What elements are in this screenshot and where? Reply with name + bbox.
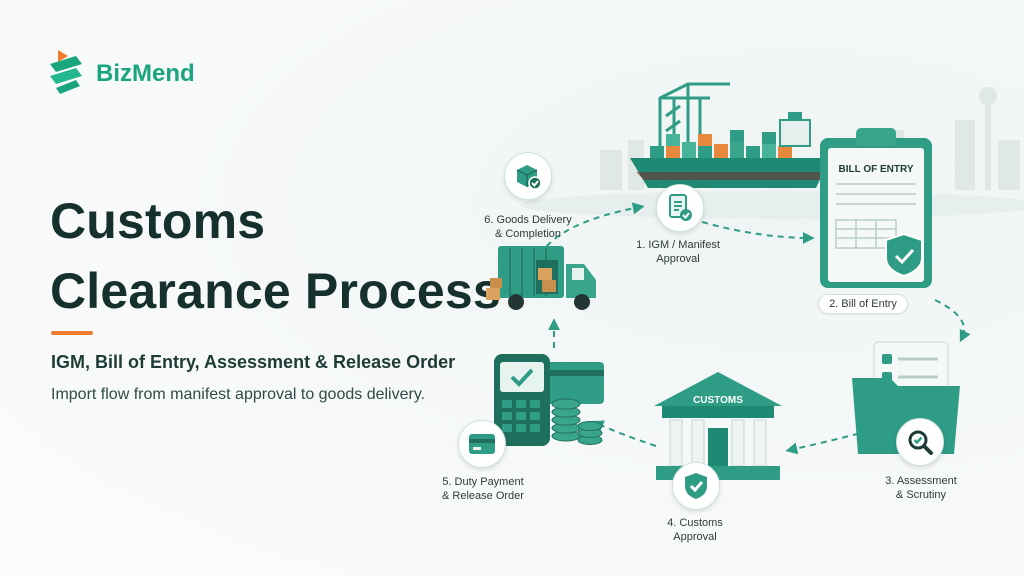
step-4-label: 4. Customs Approval [640, 516, 750, 544]
step-5-title: 5. Duty Payment [442, 476, 524, 488]
box-check-icon [516, 165, 542, 190]
step-2-title: 2. Bill of Entry [818, 294, 908, 314]
credit-card-icon [469, 434, 495, 454]
step-4-title: 4. Customs [667, 517, 723, 529]
page-title-line-2: Clearance Process [50, 263, 501, 319]
step-1-title: 1. IGM / Manifest [636, 239, 720, 251]
document-check-icon [669, 194, 692, 221]
customs-building-label: CUSTOMS [693, 395, 743, 406]
step-6-icon-circle [504, 152, 552, 200]
payment-terminal-illustration [494, 354, 604, 446]
bill-of-entry-heading: BILL OF ENTRY [839, 164, 914, 175]
step-4-icon-circle [672, 462, 720, 510]
step-2-label: 2. Bill of Entry [813, 294, 913, 314]
step-6-title: 6. Goods Delivery [484, 214, 572, 226]
page-description: Import flow from manifest approval to go… [51, 386, 426, 403]
delivery-truck-illustration [486, 246, 596, 310]
magnifier-icon [908, 430, 933, 455]
step-3-label: 3. Assessment & Scrutiny [866, 474, 976, 502]
shield-check-icon [685, 473, 707, 499]
bill-of-entry-clipboard-illustration: BILL OF ENTRY [820, 128, 932, 288]
brand-name: BizMend [96, 60, 195, 87]
cargo-ship-illustration [630, 82, 830, 188]
step-1-subtitle: Approval [656, 253, 700, 265]
step-6-label: 6. Goods Delivery & Completion [473, 213, 583, 241]
step-5-icon-circle [458, 420, 506, 468]
step-1-icon-circle [656, 184, 704, 232]
page-subtitle: IGM, Bill of Entry, Assessment & Release… [51, 352, 456, 372]
bizmend-logo-icon [50, 50, 82, 94]
page-title-line-1: Customs [50, 193, 266, 249]
step-4-subtitle: Approval [673, 531, 717, 543]
step-3-title: 3. Assessment [885, 475, 957, 487]
step-3-icon-circle [896, 418, 944, 466]
step-5-subtitle: & Release Order [442, 490, 524, 502]
step-6-subtitle: & Completion [494, 228, 562, 240]
step-3-subtitle: & Scrutiny [895, 489, 947, 501]
step-5-label: 5. Duty Payment & Release Order [428, 475, 538, 503]
customs-building-illustration: CUSTOMS [654, 372, 782, 480]
step-1-label: 1. IGM / Manifest Approval [623, 238, 733, 266]
accent-divider [51, 331, 93, 335]
